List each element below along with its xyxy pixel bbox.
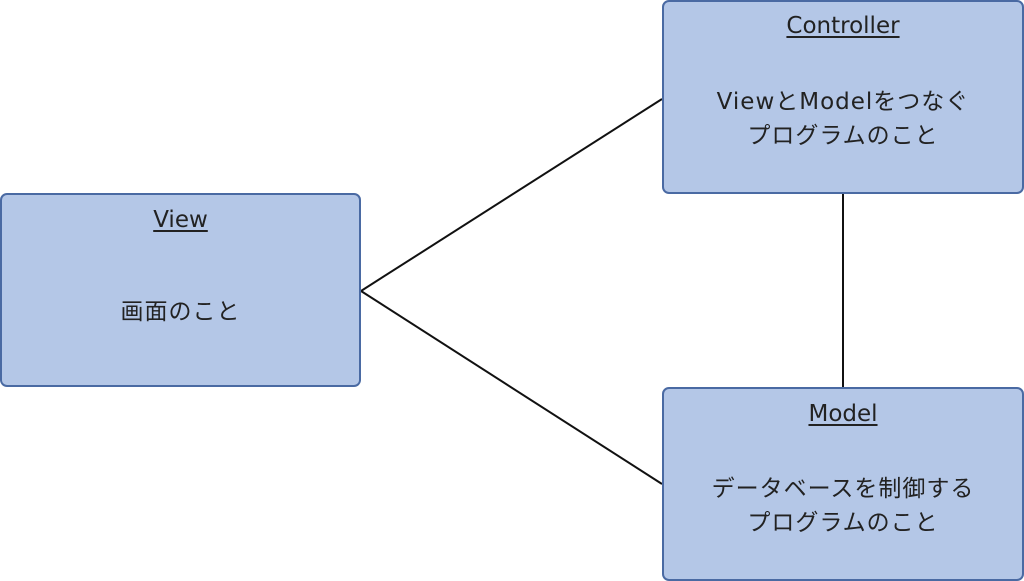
model-description-line-2: プログラムのこと [747,510,939,536]
model-box: Model データベースを制御する プログラムのこと [662,387,1024,581]
controller-description: ViewとModelをつなぐ プログラムのこと [664,85,1022,153]
controller-description-line-2: プログラムのこと [747,123,939,149]
view-description-line-1: 画面のこと [120,299,241,325]
controller-description-line-1: ViewとModelをつなぐ [716,89,970,115]
controller-title: Controller [786,13,900,39]
view-box: View 画面のこと [0,193,361,387]
controller-box: Controller ViewとModelをつなぐ プログラムのこと [662,0,1024,194]
connector-view-model [360,290,663,485]
model-title: Model [808,401,878,427]
model-description-line-1: データベースを制御する [711,476,975,502]
model-description: データベースを制御する プログラムのこと [664,472,1022,540]
view-description: 画面のこと [2,295,359,329]
connector-view-controller [360,98,663,292]
view-title: View [153,207,208,233]
